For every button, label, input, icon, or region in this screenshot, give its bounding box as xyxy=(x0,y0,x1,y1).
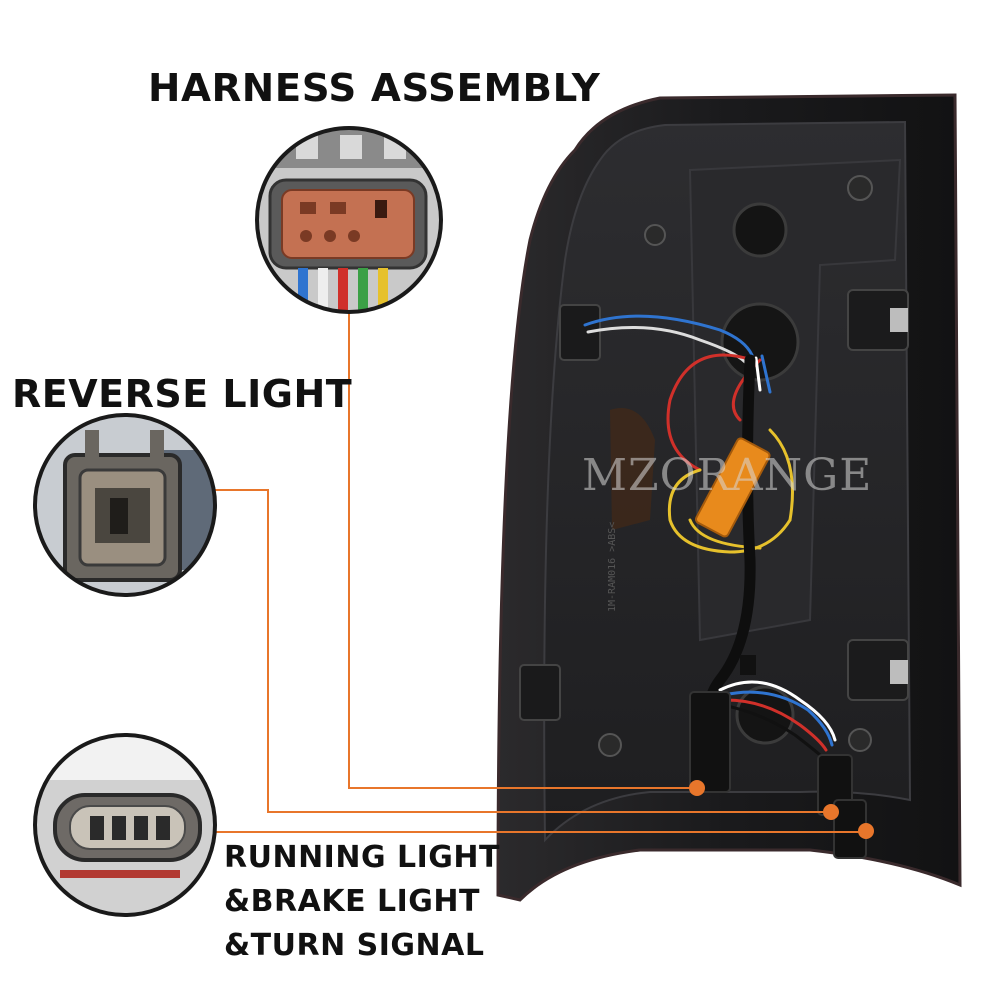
tail-lamp: 1M-RAM016 >ABS< xyxy=(496,93,962,902)
wiring-harness xyxy=(583,314,867,859)
callout-dots xyxy=(689,780,874,839)
detail-circle-running-connector xyxy=(33,733,217,917)
callout-lines xyxy=(215,312,866,833)
detail-circle-harness-connector xyxy=(255,126,443,314)
callout-dot-harness xyxy=(689,780,705,796)
callout-line-harness xyxy=(348,312,697,789)
label-turn-signal: &TURN SIGNAL xyxy=(224,928,485,963)
label-reverse-light: REVERSE LIGHT xyxy=(12,372,353,416)
svg-text:1M-RAM016 >ABS<: 1M-RAM016 >ABS< xyxy=(607,522,618,612)
watermark: MZORANGE xyxy=(582,450,872,501)
callout-dot-reverse xyxy=(823,804,839,820)
label-running-light: RUNNING LIGHT xyxy=(224,840,500,875)
detail-circle-reverse-connector xyxy=(33,413,217,597)
label-brake-light: &BRAKE LIGHT xyxy=(224,884,481,919)
label-harness-assembly: HARNESS ASSEMBLY xyxy=(148,66,601,110)
callout-line-reverse xyxy=(215,489,829,813)
callout-dot-running xyxy=(858,823,874,839)
